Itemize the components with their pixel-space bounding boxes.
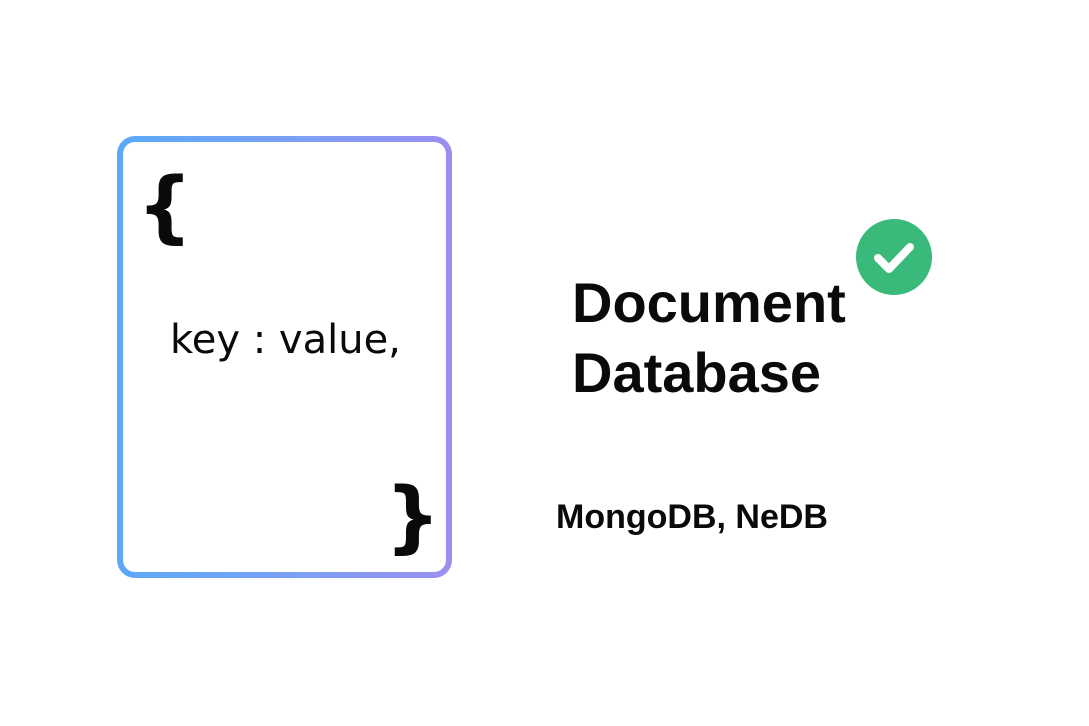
close-brace: }: [385, 472, 441, 562]
title-line-1: Document: [572, 271, 846, 334]
document-card: { key : value, }: [117, 136, 452, 578]
checkmark-icon: [856, 219, 932, 295]
title-line-2: Database: [572, 341, 822, 404]
open-brace: {: [137, 162, 193, 252]
key-value-pair: key : value,: [170, 317, 401, 363]
examples-label: MongoDB, NeDB: [556, 498, 828, 536]
diagram-title: Document Database: [572, 268, 846, 408]
document-card-body: { key : value, }: [123, 142, 446, 572]
